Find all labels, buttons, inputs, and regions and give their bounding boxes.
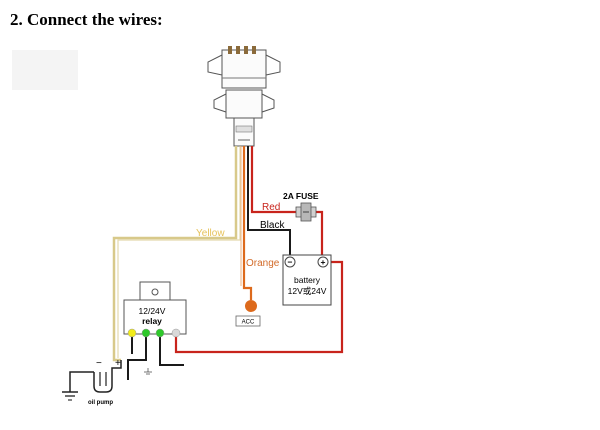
relay-pin-green-1 — [141, 328, 151, 338]
page-heading: 2. Connect the wires: — [10, 10, 163, 29]
relay — [123, 281, 187, 338]
relay-ground-symbol — [144, 368, 152, 375]
oil-pump-label: oil pump — [88, 400, 113, 406]
relay-pin-yellow — [127, 328, 137, 338]
acc-terminal — [245, 300, 257, 312]
battery-voltage-label: 12V或24V — [288, 286, 327, 296]
ground-symbol — [62, 391, 78, 401]
orange-wire — [242, 146, 253, 300]
battery-plus-terminal: + — [321, 257, 326, 267]
relay-voltage-label: 12/24V — [139, 306, 166, 316]
red-wire-to-battery — [250, 146, 296, 214]
yellow-wire-label: Yellow — [196, 228, 225, 239]
red-wire-label: Red — [262, 202, 280, 213]
battery — [282, 254, 332, 306]
ground-wire — [69, 371, 94, 392]
acc-tag — [235, 315, 261, 327]
orange-wire-label: Orange — [246, 258, 280, 269]
fuse-label: 2A FUSE — [283, 191, 319, 201]
pump-plus-wire — [111, 360, 122, 372]
relay-output-wire-1 — [127, 334, 147, 380]
battery-minus-terminal: − — [288, 257, 293, 267]
relay-output-wire-2 — [159, 334, 184, 366]
battery-label: battery — [294, 275, 321, 285]
faded-image-placeholder — [12, 50, 78, 90]
oil-pump-plus-label: + — [115, 358, 121, 369]
relay-label: relay — [142, 316, 162, 326]
relay-pin-green-2 — [155, 328, 165, 338]
acc-label: ACC — [242, 320, 255, 326]
yellow-wire — [112, 146, 238, 362]
wire-connector — [207, 46, 281, 147]
fuse — [295, 202, 317, 222]
relay-pin-grey — [171, 328, 181, 338]
oil-pump — [93, 372, 113, 393]
red-wire-to-relay — [174, 260, 344, 354]
black-wire-label: Black — [260, 220, 285, 231]
oil-pump-minus-label: − — [96, 358, 102, 369]
black-wire — [247, 146, 291, 255]
